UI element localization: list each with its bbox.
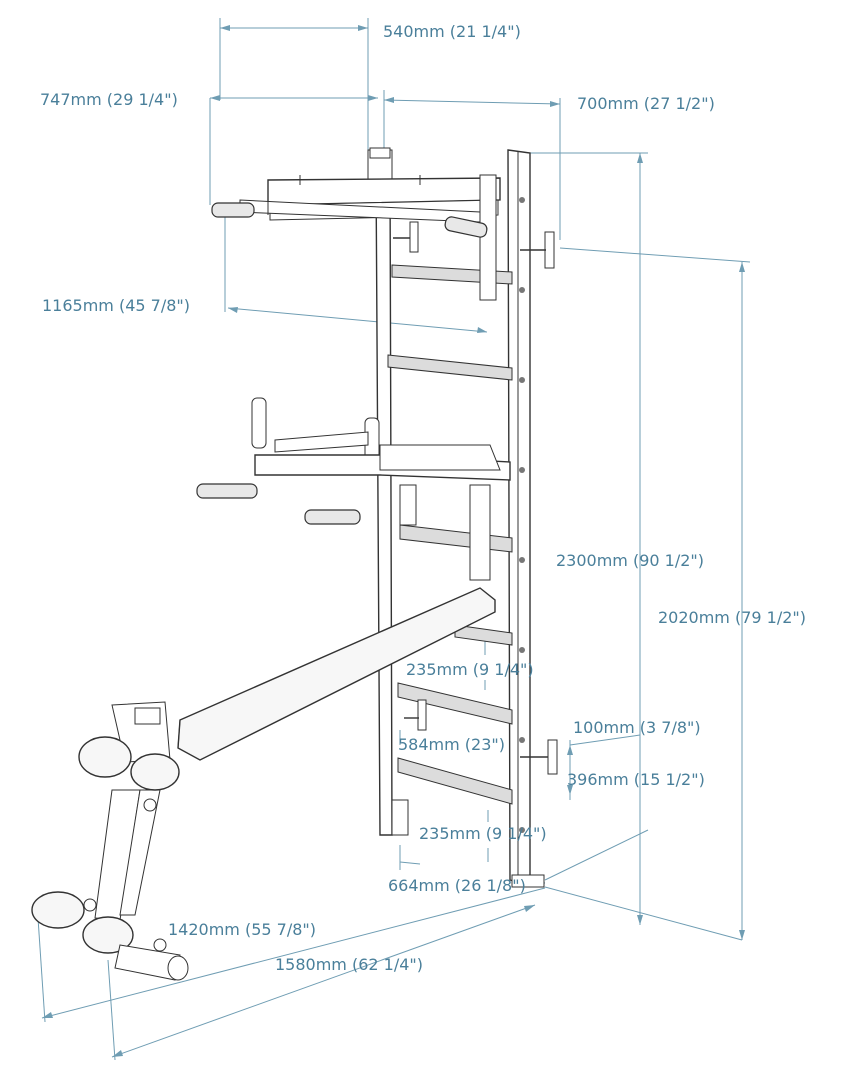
label-ladder-width: 664mm (26 1/8") xyxy=(388,876,526,895)
label-rung-spacing-lower: 235mm (9 1/4") xyxy=(419,824,547,843)
label-total-height: 2300mm (90 1/2") xyxy=(556,551,705,570)
label-rung-spacing-upper: 235mm (9 1/4") xyxy=(406,660,534,679)
label-bench-length: 1580mm (62 1/4") xyxy=(275,955,424,974)
label-bracket-gap: 100mm (3 7/8") xyxy=(573,718,701,737)
bench xyxy=(31,587,496,981)
pullup-bar xyxy=(211,147,501,301)
label-lower-mount: 396mm (15 1/2") xyxy=(567,770,705,789)
label-pullup-width: 747mm (29 1/4") xyxy=(40,90,178,109)
dip-station xyxy=(196,397,511,581)
label-bracket-offset: 700mm (27 1/2") xyxy=(577,94,715,113)
label-dip-height: 584mm (23") xyxy=(398,735,505,754)
label-top-depth: 540mm (21 1/4") xyxy=(383,22,521,41)
label-pullup-projection: 1165mm (45 7/8") xyxy=(42,296,191,315)
label-bench-width: 1420mm (55 7/8") xyxy=(168,920,317,939)
label-mount-height: 2020mm (79 1/2") xyxy=(658,608,807,627)
dimension-lines xyxy=(37,18,751,1061)
